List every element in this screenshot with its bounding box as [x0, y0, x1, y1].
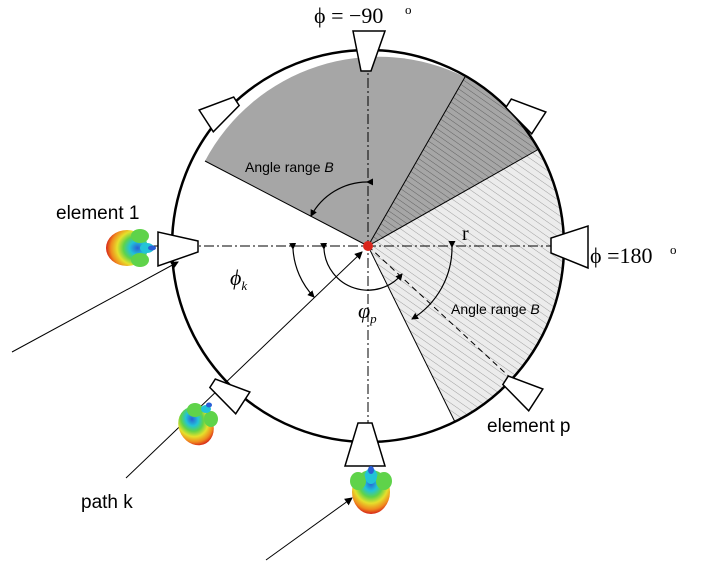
- angle-range-upper-arc: [310, 178, 374, 217]
- path-k-label: path k: [81, 492, 133, 513]
- antenna-element-1: [157, 231, 199, 268]
- angle-range-lower-label: Angle range B: [451, 301, 540, 317]
- incoming-ray-bottom: [265, 497, 353, 561]
- phi-top-label: ϕ = −90: [314, 3, 383, 28]
- phi-k-arc: [289, 242, 315, 298]
- radius-label: r: [462, 223, 469, 245]
- dark-hatched-sector: [368, 77, 539, 246]
- sector-boundary-line: [367, 148, 540, 247]
- angle-range-lower-arc: [411, 240, 456, 320]
- antenna-element-upper-left: [198, 96, 241, 133]
- gray-sector: [205, 56, 465, 246]
- incoming-ray-path-k: [125, 251, 363, 479]
- sector-boundary-line: [204, 160, 369, 247]
- antenna-element-bottom: [343, 422, 387, 467]
- angle-range-upper-label: Angle range B: [245, 159, 334, 175]
- phi-top-degree: o: [405, 2, 412, 17]
- radiation-pattern-bottom: [350, 466, 392, 514]
- phi-right-label: ϕ =180: [590, 243, 653, 268]
- sector-boundary-line: [367, 76, 466, 247]
- varphi-p-label: φp: [358, 298, 377, 326]
- antenna-element-upper-right: [504, 98, 547, 135]
- radiation-pattern-lower-left: [178, 402, 218, 446]
- phi-right-degree: o: [670, 242, 677, 257]
- incoming-ray-element-1: [11, 261, 179, 353]
- phi-k-label: ϕk: [230, 265, 247, 293]
- antenna-element-p: [501, 375, 544, 412]
- light-hatched-sector: [368, 149, 565, 422]
- antenna-element-lower-left: [208, 378, 251, 415]
- element-p-label: element p: [487, 416, 570, 437]
- antenna-elements: [157, 30, 589, 467]
- center-point: [363, 241, 373, 251]
- radiation-pattern-element-1: [106, 229, 156, 267]
- varphi-p-arc: [320, 242, 403, 291]
- antenna-element-top: [352, 30, 387, 72]
- antenna-element-right: [550, 224, 589, 270]
- element-1-label: element 1: [56, 203, 139, 224]
